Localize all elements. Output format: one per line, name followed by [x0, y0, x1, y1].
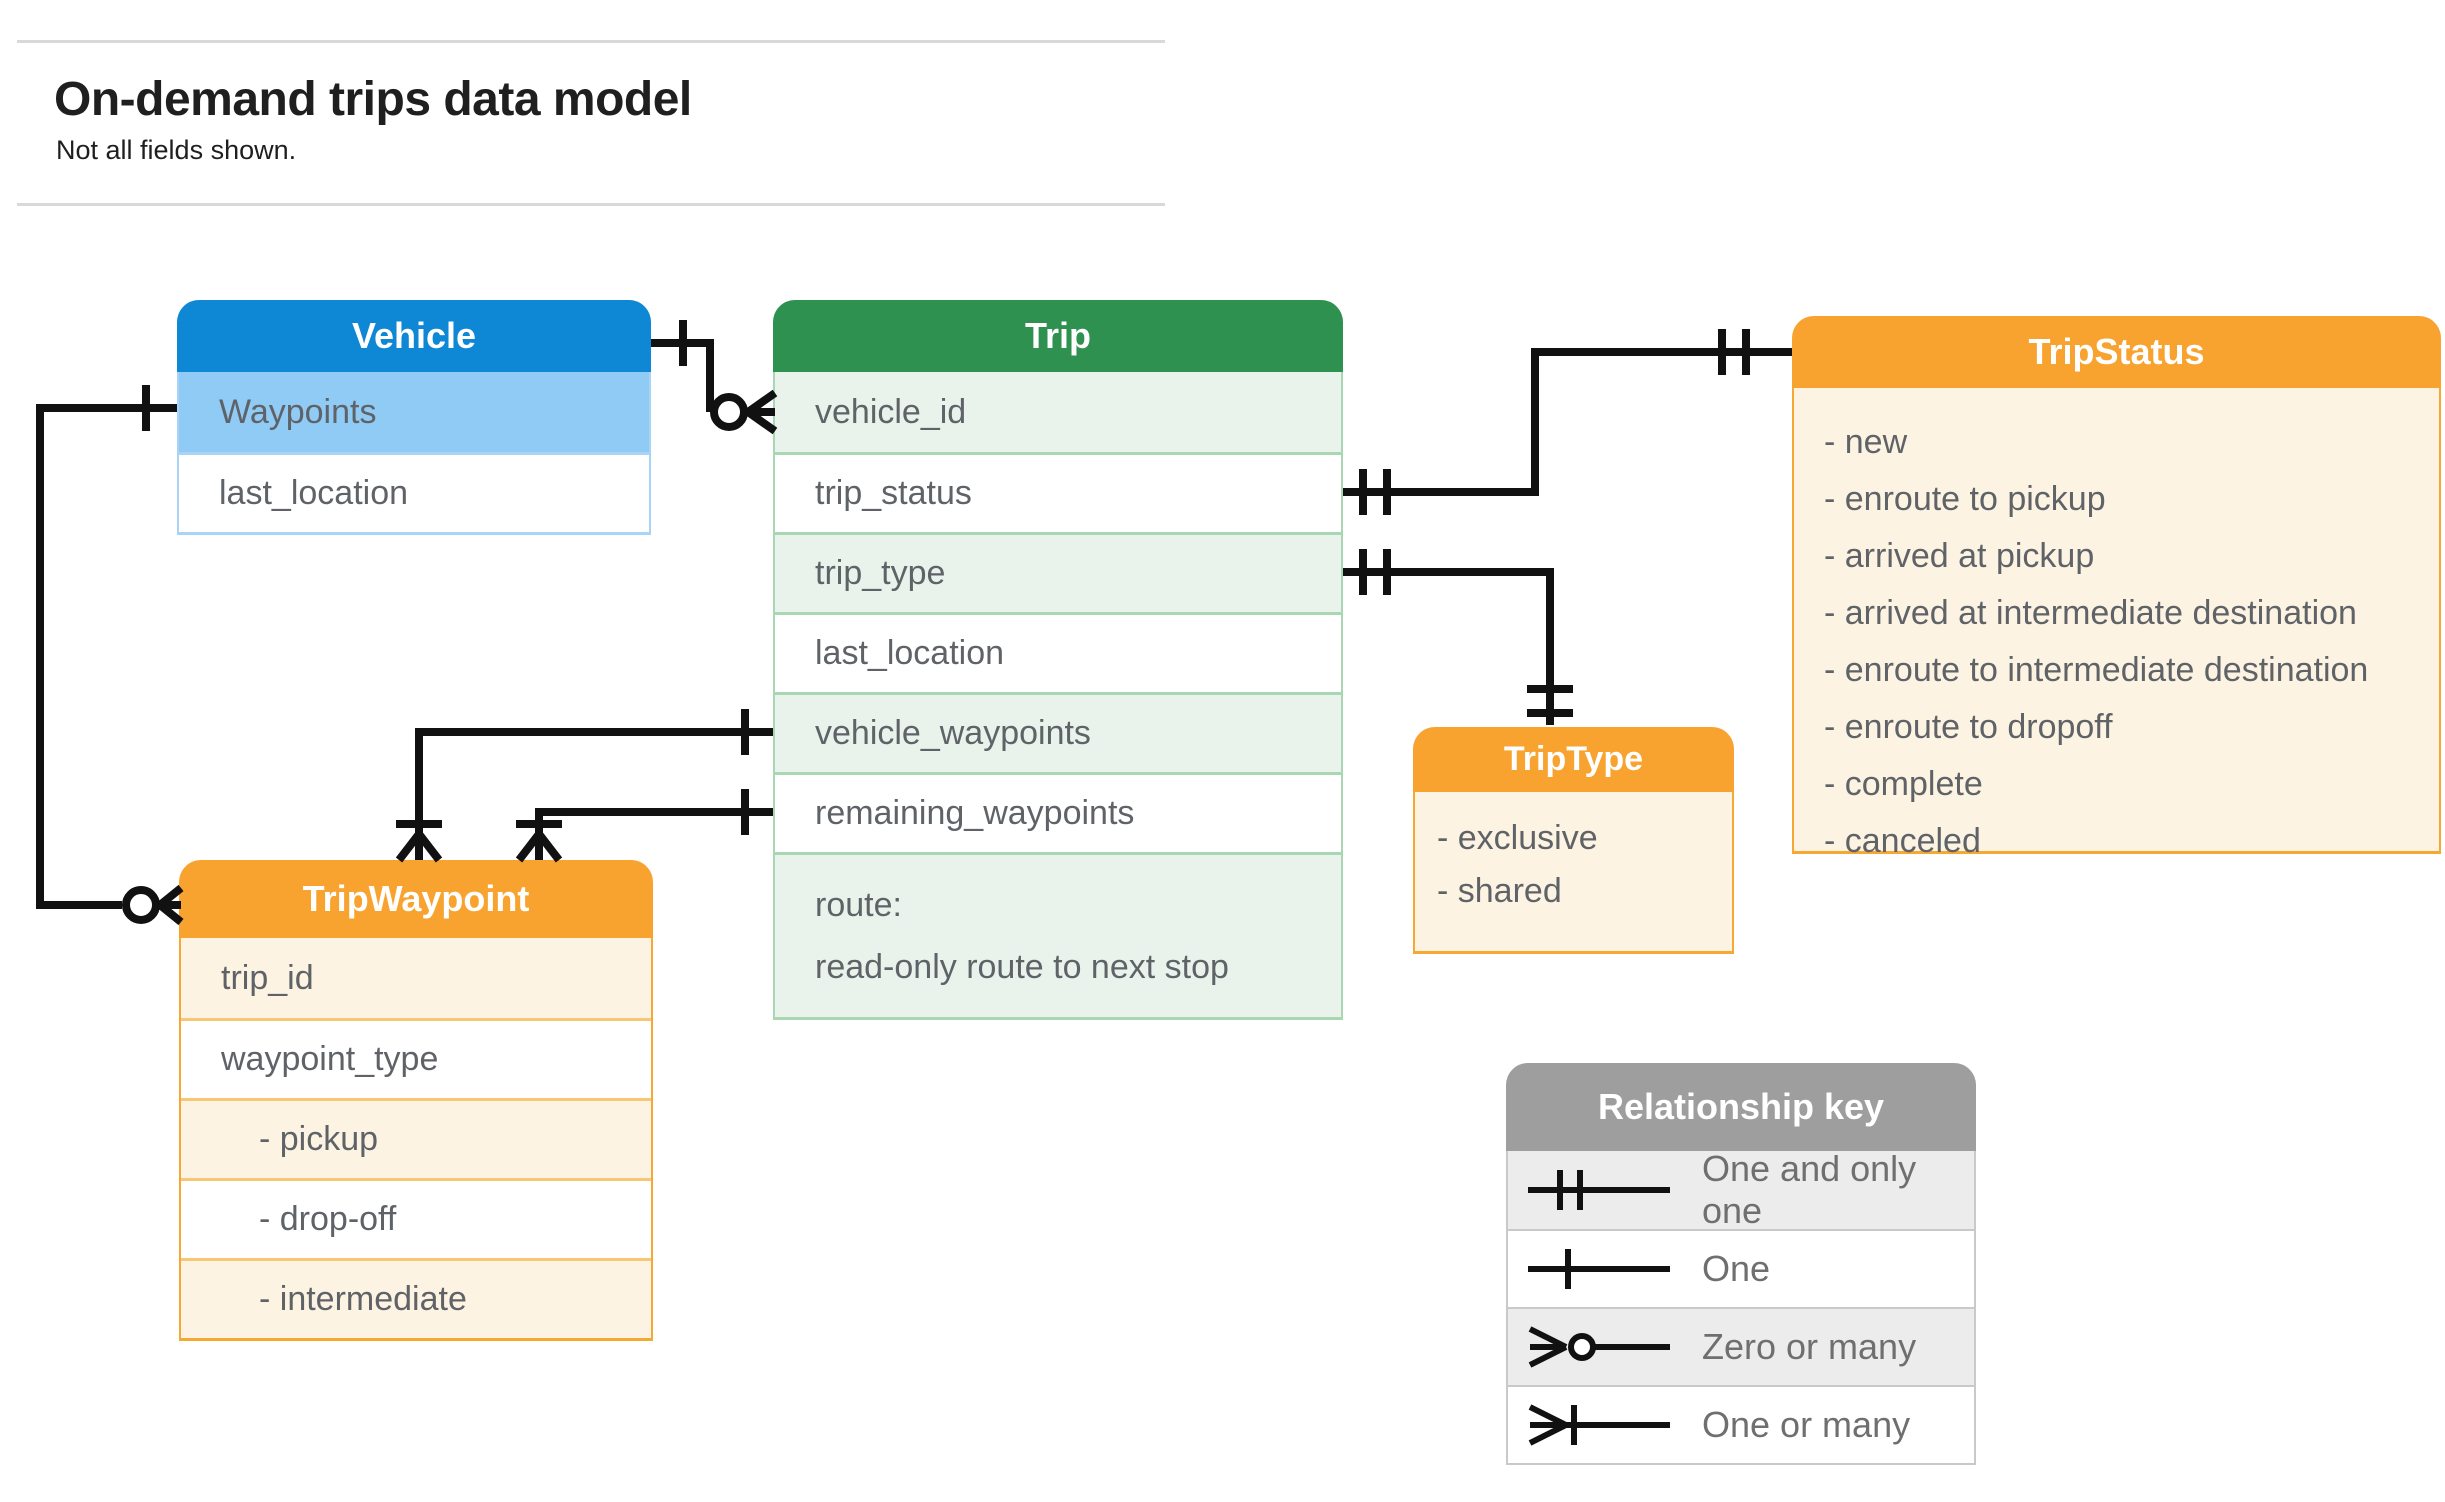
legend-label: One	[1702, 1248, 1771, 1289]
entity-trip-title: Trip	[1024, 315, 1091, 356]
field-label: vehicle_id	[815, 392, 967, 431]
crows-foot	[395, 831, 443, 863]
field-row-pickup: - pickup	[181, 1098, 651, 1178]
connector-vehicle-waypoints-field-to-tripwaypoint	[36, 385, 184, 926]
relationship-key: Relationship key One and only one One	[1506, 1063, 1976, 1465]
field-label: trip_id	[221, 958, 314, 997]
field-row-remaining-waypoints: remaining_waypoints	[775, 772, 1341, 852]
entity-trip-waypoint: TripWaypoint trip_id waypoint_type - pic…	[179, 860, 653, 1341]
enum-value: - new	[1824, 423, 1908, 461]
field-row-waypoints: Waypoints	[179, 372, 649, 452]
legend-row-one: One	[1508, 1229, 1974, 1307]
entity-trip: Trip vehicle_id trip_status trip_type la…	[773, 300, 1343, 1020]
enum-value: - enroute to dropoff	[1824, 708, 2113, 746]
enum-value: - enroute to pickup	[1824, 480, 2106, 518]
enum-value: - complete	[1824, 765, 1983, 803]
entity-trip-status: TripStatus - new - enroute to pickup - a…	[1792, 316, 2441, 860]
entity-vehicle-title: Vehicle	[351, 315, 477, 356]
legend-row-one-or-many: One or many	[1508, 1385, 1974, 1463]
field-label: - intermediate	[259, 1280, 467, 1318]
top-rule	[17, 40, 1165, 43]
one-or-many-icon	[1528, 1404, 1670, 1446]
entity-trip-type: TripType - exclusive - shared	[1413, 727, 1734, 954]
entity-trip-type-header: TripType	[1413, 727, 1734, 792]
field-row-trip-type: trip_type	[775, 532, 1341, 612]
field-label: remaining_waypoints	[815, 794, 1135, 832]
entity-trip-waypoint-header: TripWaypoint	[179, 860, 653, 938]
one-and-only-one-icon	[1528, 1170, 1670, 1210]
field-label: route:	[815, 886, 902, 924]
entity-trip-header: Trip	[773, 300, 1343, 372]
entity-trip-waypoint-body: trip_id waypoint_type - pickup - drop-of…	[179, 938, 653, 1341]
field-label: last_location	[815, 634, 1005, 672]
enum-value: - canceled	[1824, 822, 1981, 860]
enum-value: - exclusive	[1437, 819, 1598, 857]
field-label: trip_status	[815, 474, 972, 512]
page-title: On-demand trips data model	[54, 73, 692, 126]
field-label: vehicle_waypoints	[815, 714, 1091, 752]
crows-foot	[157, 884, 184, 926]
connector-vehicle-waypoints-to-tripwaypoint	[395, 709, 773, 863]
page-subtitle: Not all fields shown.	[56, 135, 297, 165]
trip-status-values: - new - enroute to pickup - arrived at p…	[1794, 388, 2439, 870]
bottom-rule	[17, 203, 1165, 206]
entity-trip-body: vehicle_id trip_status trip_type last_lo…	[773, 372, 1343, 1020]
entity-trip-type-title: TripType	[1503, 740, 1644, 778]
field-label: Waypoints	[219, 392, 377, 431]
field-row-vehicle-waypoints: vehicle_waypoints	[775, 692, 1341, 772]
field-row-last-location: last_location	[179, 452, 649, 532]
legend-label: One and only one	[1702, 1148, 1917, 1231]
field-label: waypoint_type	[221, 1040, 439, 1078]
legend-row-one-and-only-one: One and only one	[1508, 1148, 1974, 1231]
field-label: last_location	[219, 474, 409, 512]
enum-value: - arrived at pickup	[1824, 537, 2095, 575]
entity-trip-status-title: TripStatus	[2028, 331, 2205, 372]
trip-type-values: - exclusive - shared	[1415, 792, 1732, 918]
entity-vehicle-header: Vehicle	[177, 300, 651, 372]
legend-label: Zero or many	[1702, 1326, 1917, 1367]
entity-vehicle: Vehicle Waypoints last_location	[177, 300, 651, 535]
connector-trip-type-to-triptype	[1343, 549, 1573, 725]
entity-trip-status-body: - new - enroute to pickup - arrived at p…	[1792, 388, 2441, 860]
entity-trip-type-body: - exclusive - shared	[1413, 792, 1734, 954]
field-label: trip_type	[815, 554, 946, 592]
zero-or-many-circle	[710, 393, 748, 431]
legend-row-zero-or-many: Zero or many	[1508, 1307, 1974, 1385]
one-icon	[1528, 1249, 1670, 1289]
enum-value: - enroute to intermediate destination	[1824, 651, 2369, 689]
field-row-drop-off: - drop-off	[181, 1178, 651, 1258]
connector-remaining-waypoints-to-tripwaypoint	[515, 789, 773, 863]
field-row-route: route: read-only route to next stop	[775, 852, 1341, 1017]
field-row-last-location: last_location	[775, 612, 1341, 692]
crows-foot	[515, 831, 563, 863]
crows-foot	[745, 389, 778, 435]
enum-value: - shared	[1437, 872, 1562, 910]
enum-value: - arrived at intermediate destination	[1824, 594, 2357, 632]
field-row-waypoint-type: waypoint_type	[181, 1018, 651, 1098]
entity-trip-waypoint-title: TripWaypoint	[302, 878, 530, 919]
relationship-key-title: Relationship key	[1597, 1086, 1885, 1127]
entity-vehicle-body: Waypoints last_location	[177, 372, 651, 535]
field-sublabel: read-only route to next stop	[815, 948, 1229, 986]
field-label: - drop-off	[259, 1200, 397, 1238]
connector-vehicle-to-trip	[651, 320, 778, 435]
relationship-key-header: Relationship key	[1506, 1063, 1976, 1151]
zero-or-many-icon	[1528, 1326, 1670, 1368]
zero-or-many-circle	[122, 886, 160, 924]
field-row-trip-status: trip_status	[775, 452, 1341, 532]
legend-label: One or many	[1702, 1404, 1911, 1445]
field-row-intermediate: - intermediate	[181, 1258, 651, 1338]
connector-trip-status-to-tripstatus	[1343, 329, 1792, 515]
entity-trip-status-header: TripStatus	[1792, 316, 2441, 388]
field-row-vehicle-id: vehicle_id	[775, 372, 1341, 452]
field-row-trip-id: trip_id	[181, 938, 651, 1018]
field-label: - pickup	[259, 1120, 379, 1158]
relationship-key-body: One and only one One Zero or many	[1506, 1148, 1976, 1465]
